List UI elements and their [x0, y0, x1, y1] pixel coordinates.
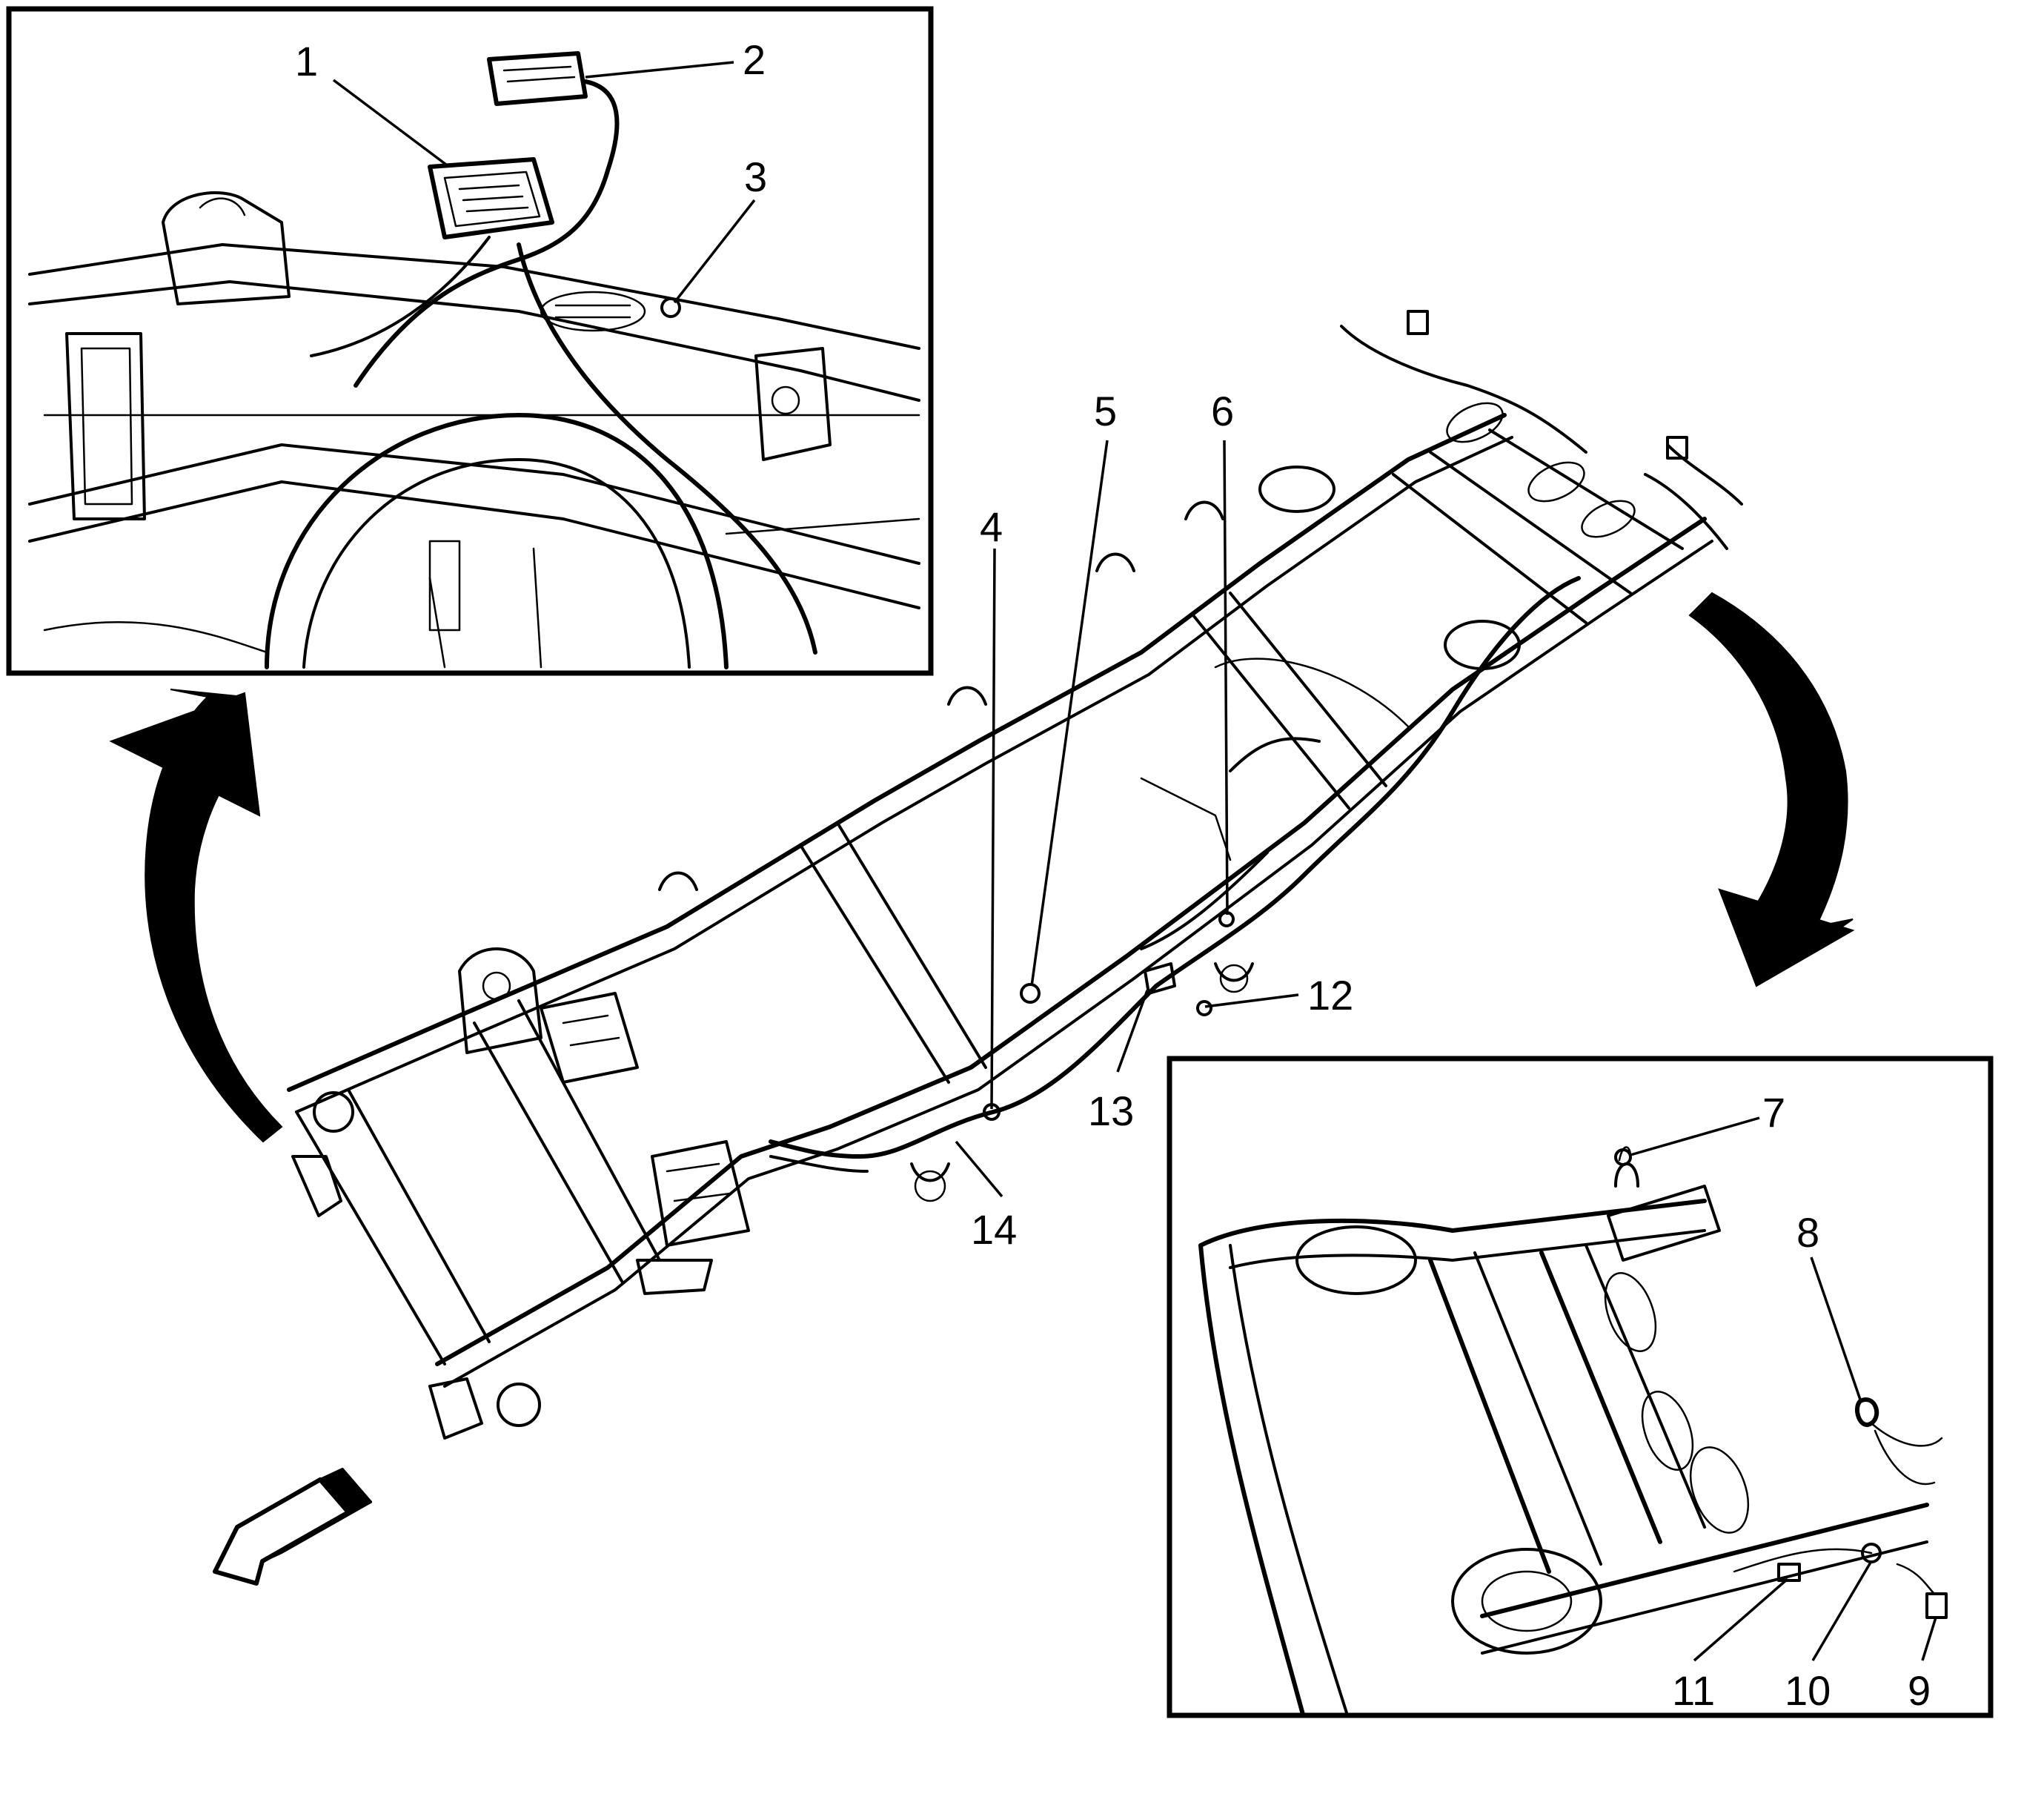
detail-inset-bottom-right: [1167, 1056, 1994, 1718]
bolt-3: [660, 297, 681, 318]
callout-labels: 1 2 3 4 5 6 7 8 9 10 11 12 13 14: [295, 36, 1931, 1714]
callout-9: 9: [1908, 1667, 1931, 1714]
control-module-1: [428, 157, 554, 239]
front-suspension-left: [458, 947, 639, 1084]
connector-9: [1925, 1592, 1948, 1619]
callout-1: 1: [295, 38, 318, 85]
callout-8: 8: [1796, 1209, 1819, 1256]
callout-3: 3: [744, 153, 767, 200]
connector-7: [1614, 1148, 1632, 1166]
leader-lines: [332, 61, 1937, 1662]
callout-10: 10: [1785, 1667, 1831, 1714]
front-direction-arrow-icon: [213, 1468, 372, 1586]
callout-5: 5: [1094, 388, 1117, 434]
callout-6: 6: [1211, 388, 1234, 434]
curved-arrow-icon: [109, 689, 283, 1143]
harness-connector-8: [1855, 1397, 1943, 1486]
callout-4: 4: [980, 503, 1003, 550]
curved-arrow-icon: [1688, 592, 1855, 987]
callout-7: 7: [1762, 1089, 1785, 1136]
callout-11: 11: [1672, 1667, 1715, 1714]
callout-13: 13: [1088, 1087, 1134, 1134]
chassis-frame: [287, 402, 1713, 1440]
connector-11: [1777, 1563, 1801, 1582]
callout-12: 12: [1307, 972, 1353, 1019]
callout-2: 2: [743, 36, 766, 83]
front-suspension-right: [636, 1140, 750, 1295]
connector-2: [487, 51, 588, 106]
detail-inset-top-left: [6, 6, 934, 676]
callout-14: 14: [971, 1206, 1017, 1253]
frame-wiring-harness: [769, 310, 1743, 1173]
